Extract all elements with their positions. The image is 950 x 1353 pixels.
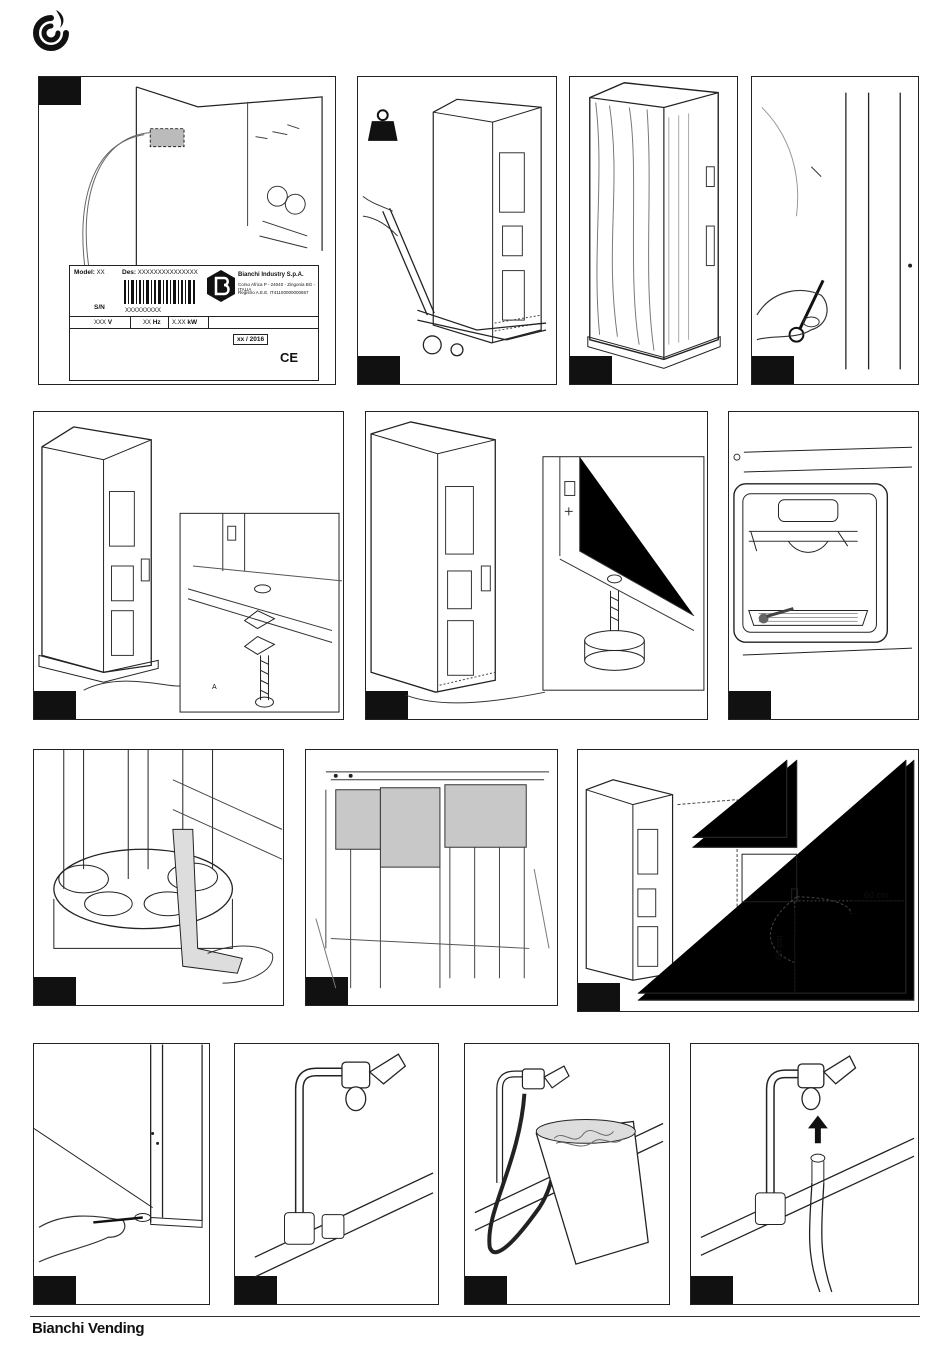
protective-film-drawing bbox=[306, 750, 557, 1005]
arrow-up-icon bbox=[808, 1116, 828, 1144]
power-unit: kW bbox=[187, 319, 197, 326]
tap-valve-icon bbox=[798, 1056, 855, 1110]
panel-water-valve bbox=[234, 1043, 439, 1305]
tap-valve-icon bbox=[522, 1066, 569, 1089]
panel-foot-adjust bbox=[365, 411, 708, 720]
power-value: X.XX bbox=[172, 320, 186, 326]
panel-protective-film bbox=[305, 749, 558, 1006]
company-register: Registro A.E.E. IT41100000000657 bbox=[238, 290, 308, 295]
ce-mark: CE bbox=[280, 350, 298, 365]
weight-icon bbox=[368, 110, 398, 141]
panel-nameplate: Model: XX Des: XXXXXXXXXXXXXXX Bianchi I… bbox=[38, 76, 336, 385]
leveling-drawing bbox=[34, 1044, 209, 1304]
dispenser-drawing bbox=[729, 412, 918, 719]
panel-leveling bbox=[33, 1043, 210, 1305]
sn-label: S/N bbox=[94, 304, 105, 311]
transport-drawing bbox=[358, 77, 556, 384]
freq-value: XX bbox=[143, 320, 151, 326]
pallet-jack-icon bbox=[383, 208, 546, 356]
panel-clearance: 60 cm 60 cm bbox=[577, 749, 919, 1012]
freq-unit: Hz bbox=[153, 319, 161, 326]
panel-unpack bbox=[569, 76, 738, 385]
tap-valve-icon bbox=[342, 1054, 405, 1110]
company-logo-icon bbox=[207, 270, 235, 302]
panel-dispenser bbox=[728, 411, 919, 720]
clearance-back-label: 60 cm bbox=[774, 935, 784, 960]
canisters-drawing bbox=[34, 750, 283, 1005]
voltage-unit: V bbox=[108, 319, 112, 326]
model-label: Model: bbox=[74, 269, 95, 276]
production-date: xx / 2016 bbox=[233, 334, 268, 345]
des-value: XXXXXXXXXXXXXXX bbox=[138, 270, 198, 276]
barcode-icon bbox=[124, 280, 196, 304]
clearance-side-label: 60 cm bbox=[864, 890, 889, 900]
water-valve-drawing bbox=[235, 1044, 438, 1304]
voltage-value: XXX bbox=[94, 320, 106, 326]
nameplate-label: Model: XX Des: XXXXXXXXXXXXXXX Bianchi I… bbox=[69, 265, 319, 381]
feet-mount-drawing bbox=[34, 412, 343, 719]
brand-logo-icon bbox=[30, 8, 72, 54]
panel-connect-hose bbox=[690, 1043, 919, 1305]
key-drawing bbox=[752, 77, 918, 384]
panel-key bbox=[751, 76, 919, 385]
unpack-drawing bbox=[570, 77, 737, 384]
clearance-drawing bbox=[578, 750, 918, 1011]
panel-flush bbox=[464, 1043, 670, 1305]
flush-drawing bbox=[465, 1044, 669, 1304]
panel-canisters bbox=[33, 749, 284, 1006]
panel-feet-mount: A bbox=[33, 411, 344, 720]
model-value: XX bbox=[97, 270, 105, 276]
footer-divider bbox=[30, 1316, 920, 1317]
company-name: Bianchi Industry S.p.A. bbox=[238, 272, 304, 278]
footer-brand: Bianchi Vending bbox=[32, 1320, 144, 1337]
connect-hose-drawing bbox=[691, 1044, 918, 1304]
foot-adjust-drawing bbox=[366, 412, 707, 719]
panel-transport bbox=[357, 76, 557, 385]
des-label: Des: bbox=[122, 269, 136, 276]
part-label-a: A bbox=[212, 684, 217, 691]
sn-value: XXXXXXXXX bbox=[125, 308, 161, 314]
